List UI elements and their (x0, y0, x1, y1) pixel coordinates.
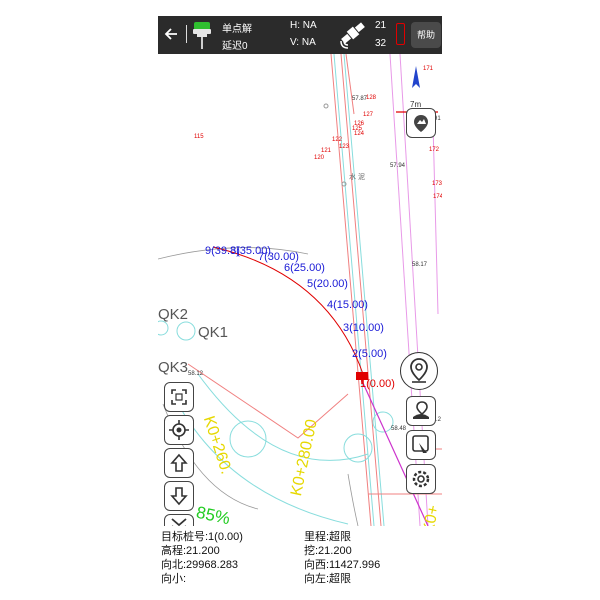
spot-label: 124 (354, 131, 365, 137)
gnss-receiver-icon (191, 20, 213, 50)
station-label: 9(39.3) (205, 245, 240, 257)
station-label: 7(30.00) (258, 251, 299, 263)
edge-line (197, 373, 369, 461)
v-precision: V: NA (290, 37, 316, 48)
spot-label: 126 (354, 121, 365, 127)
back-arrow-icon[interactable] (162, 24, 182, 44)
point-marker (323, 103, 329, 109)
westing: 向西:11427.996 (304, 559, 381, 571)
boundary-line (345, 54, 355, 115)
tree-marker (229, 420, 267, 458)
spot-label: 58.17 (412, 262, 428, 268)
settings-gear-button[interactable] (406, 464, 436, 494)
satellites-used: 21 (375, 20, 387, 31)
northing: 向北:29968.283 (161, 559, 239, 571)
stakeout-point-button[interactable] (400, 352, 438, 390)
spot-label: 125 (352, 126, 363, 132)
map-drawing (158, 54, 442, 526)
direction-small: 向小: (161, 573, 187, 584)
spot-label: 58.12 (188, 371, 204, 377)
design-line (357, 371, 429, 526)
spot-label: 57.94 (390, 163, 406, 169)
full-extent-button[interactable] (164, 382, 194, 412)
satellites-visible: 32 (375, 38, 387, 49)
tree-marker (176, 321, 196, 341)
solution-status: 单点解 (222, 24, 252, 35)
spot-label: 123 (339, 144, 350, 150)
tree-marker (372, 411, 394, 433)
tree-marker (158, 320, 169, 336)
spot-label: 58.48 (391, 426, 407, 432)
spot-label: 57.87 (352, 96, 368, 102)
spot-label: 91 (434, 116, 441, 122)
station-label: 2(5.00) (352, 348, 387, 360)
contour-line (347, 473, 359, 526)
spot-label: 122 (332, 137, 343, 143)
spot-label: 115 (194, 134, 204, 140)
spot-label: 171 (423, 66, 434, 72)
target-station: 目标桩号:1(0.00) (161, 531, 243, 543)
mileage: 里程:超限 (304, 531, 352, 543)
station-label: 4(15.00) (327, 299, 368, 311)
help-button[interactable]: 帮助 (411, 22, 441, 48)
satellite-icon (338, 19, 368, 51)
spot-label: 121 (321, 148, 332, 154)
zoom-out-arrow-button[interactable] (164, 481, 194, 511)
boundary-line (330, 54, 372, 526)
spot-label: .2 (436, 417, 442, 423)
spot-label: 128 (366, 95, 377, 101)
road-label: 水 泥 (349, 174, 365, 181)
station-label: 3(10.00) (343, 322, 384, 334)
layer-photo-button[interactable] (406, 108, 436, 138)
stakeout-curve (212, 246, 364, 375)
point-marker (341, 181, 347, 187)
spot-label: 174 (433, 194, 442, 200)
station-label: 5(20.00) (307, 278, 348, 290)
spot-label: 127 (363, 112, 374, 118)
area-label: QK1 (198, 324, 229, 341)
status-bar: 单点解 延迟0 H: NA V: NA 21 32 帮助 (158, 16, 442, 54)
scale-label: 7m (410, 100, 422, 109)
station-label: 8(35.00) (230, 245, 271, 257)
map-location-button[interactable] (406, 396, 436, 426)
tree-marker (343, 433, 373, 463)
area-label: QK2 (158, 306, 189, 323)
contour-line (158, 247, 309, 260)
spot-label: 120 (314, 155, 325, 161)
boundary-line (187, 363, 349, 439)
elevation: 高程:21.200 (161, 545, 220, 557)
stakeout-info-panel: 目标桩号:1(0.00) 里程:超限 高程:21.200 挖:21.200 向北… (158, 526, 442, 584)
edge-line (432, 123, 439, 315)
spot-label: 173 (432, 181, 442, 187)
north-arrow-icon (412, 66, 420, 88)
boundary-line (340, 54, 382, 526)
spot-label: 172 (429, 147, 440, 153)
station-label: 6(25.00) (284, 262, 325, 274)
map-canvas[interactable]: 7m QK2 QK1 QK3 9(39.3) 8(35.00) 7(30.00)… (158, 54, 442, 526)
area-label: QK3 (158, 359, 189, 376)
h-precision: H: NA (290, 20, 317, 31)
cut-value: 挖:21.200 (304, 545, 352, 557)
collapse-chevron-button[interactable] (164, 514, 194, 526)
edit-map-button[interactable] (406, 430, 436, 460)
divider (186, 25, 187, 43)
direction-left: 向左:超限 (304, 573, 352, 584)
app-screen: 单点解 延迟0 H: NA V: NA 21 32 帮助 (158, 16, 442, 584)
locate-me-button[interactable] (164, 415, 194, 445)
edge-line (333, 54, 375, 526)
zoom-in-arrow-button[interactable] (164, 448, 194, 478)
delay-status: 延迟0 (222, 41, 248, 52)
edge-line (343, 54, 385, 526)
current-station-label: 1(0.00) (360, 378, 395, 390)
battery-icon (396, 23, 405, 45)
